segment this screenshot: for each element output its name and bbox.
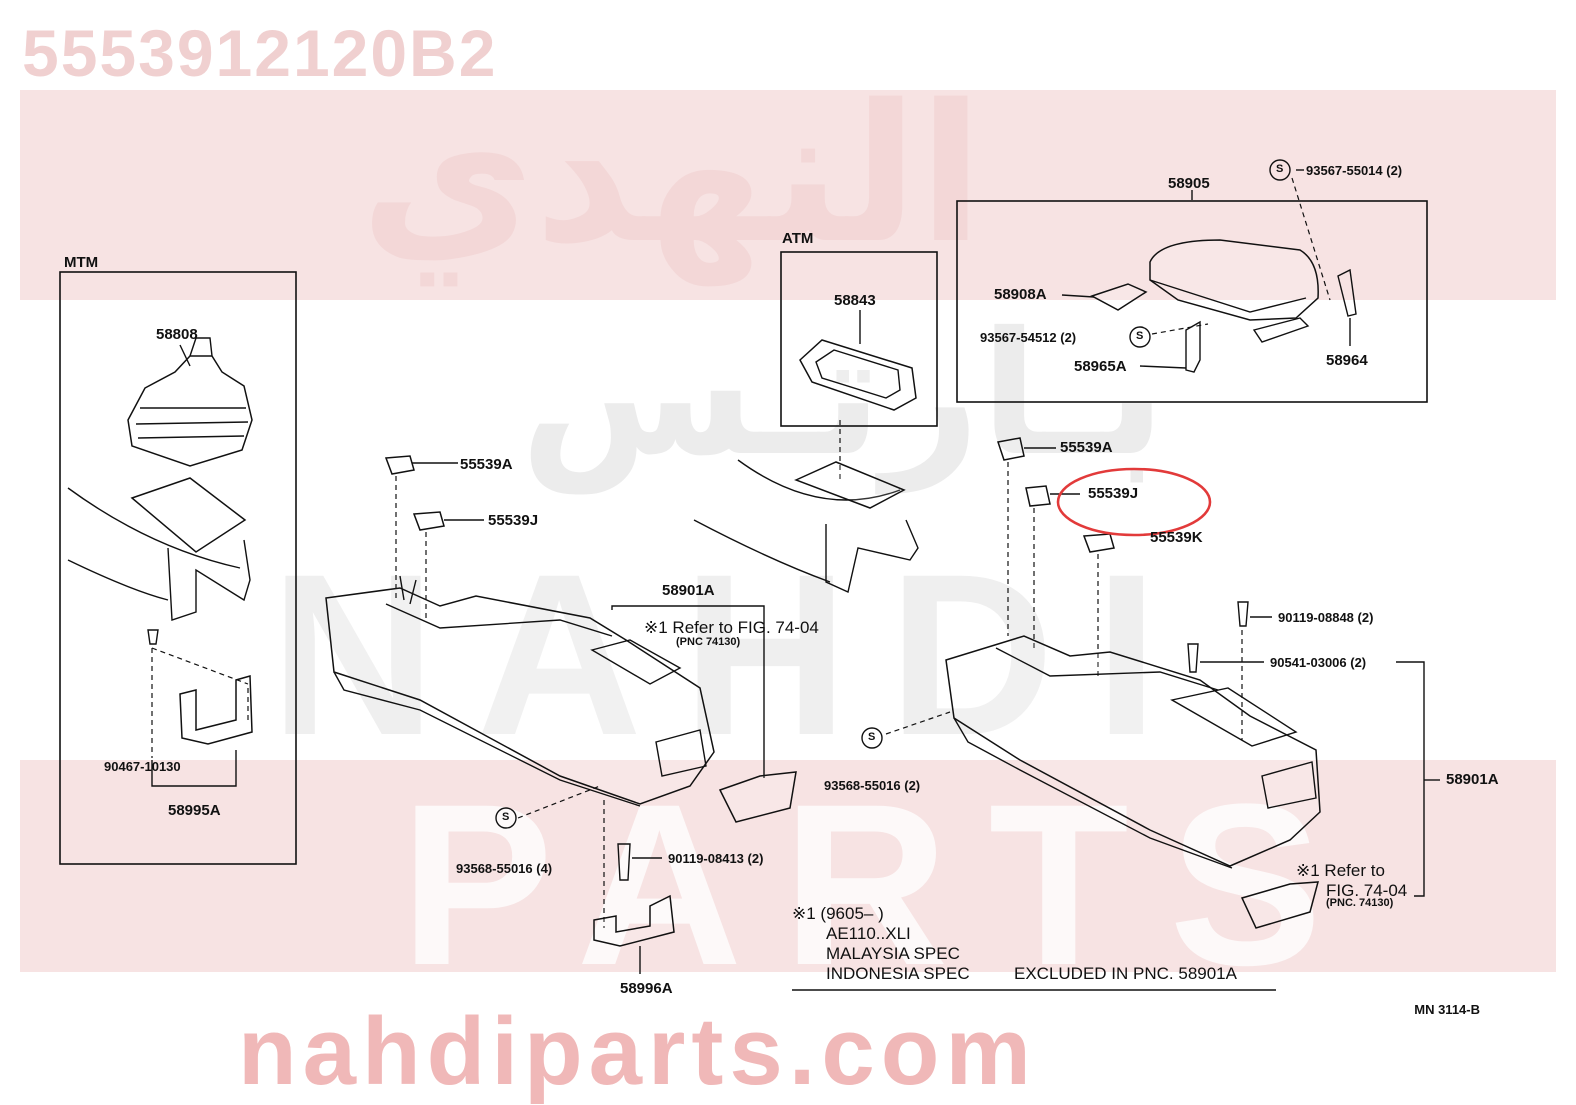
label-55539J-left: 55539J <box>488 512 539 529</box>
label-58905: 58905 <box>1168 175 1210 192</box>
note-line1: ※1 (9605– ) <box>792 904 884 923</box>
label-58995A: 58995A <box>168 802 221 819</box>
label-58964: 58964 <box>1326 352 1368 369</box>
refer-right-fig: FIG. 74-04 <box>1326 881 1408 900</box>
mtm-box <box>59 271 297 865</box>
atm-box <box>780 251 938 427</box>
label-58901A-right: 58901A <box>1446 771 1499 788</box>
label-90119-08413: 90119-08413 (2) <box>668 851 764 866</box>
clip-55539J-left <box>412 511 445 531</box>
bracket-58996A <box>593 894 675 947</box>
label-90119-08848: 90119-08848 (2) <box>1278 610 1374 625</box>
watermark-arabic-mid: بـارتـس <box>520 296 1166 494</box>
clip-55539J-right <box>1025 485 1051 507</box>
watermark-band-bottom <box>20 760 1556 972</box>
console-right <box>945 635 1321 869</box>
s-circle-93568-55016-4 <box>495 807 517 829</box>
s-circle-93567-54512 <box>1129 326 1151 348</box>
label-58965A: 58965A <box>1074 358 1127 375</box>
label-58996A: 58996A <box>620 980 673 997</box>
note-excluded: EXCLUDED IN PNC. 58901A <box>1014 964 1237 983</box>
note-line2: AE110..XLI <box>826 924 911 943</box>
box-74130-left <box>718 771 797 823</box>
armrest-box <box>956 200 1428 403</box>
label-55539K: 55539K <box>1150 529 1203 546</box>
clip-55539A-left <box>384 455 415 475</box>
refer-right-pnc: (PNC. 74130) <box>1326 897 1394 909</box>
label-93568-55016-2: 93568-55016 (2) <box>824 778 921 793</box>
watermark-arabic-top: النهدي <box>360 64 984 285</box>
s-mark: S <box>502 811 510 823</box>
highlight-circle <box>1056 467 1212 537</box>
armrest-58905 <box>1149 239 1319 343</box>
label-93568-55016-4: 93568-55016 (4) <box>456 861 553 876</box>
label-55539J-right: 55539J <box>1088 485 1139 502</box>
figure-code: MN 3114-B <box>1414 1002 1480 1017</box>
refer-left-pnc: (PNC 74130) <box>676 636 741 648</box>
refer-left: ※1 Refer to FIG. 74-04 <box>644 618 819 637</box>
note-line3: MALAYSIA SPEC <box>826 944 960 963</box>
label-93567-54512: 93567-54512 (2) <box>980 330 1077 345</box>
label-90541-03006: 90541-03006 (2) <box>1270 655 1367 670</box>
label-58843: 58843 <box>834 292 876 309</box>
s-mark: S <box>868 731 876 743</box>
label-58908A: 58908A <box>994 286 1047 303</box>
watermark-latin-mid: NAHDI <box>270 526 1199 783</box>
clip-55539K <box>1082 533 1115 553</box>
label-58808: 58808 <box>156 326 198 343</box>
s-mark: S <box>1276 163 1284 175</box>
s-circle-93567-55014 <box>1269 159 1291 181</box>
s-mark: S <box>1136 330 1144 342</box>
label-55539A-right: 55539A <box>1060 439 1113 456</box>
console-left <box>325 575 715 807</box>
hinge-58908A <box>1090 283 1148 311</box>
atm-title: ATM <box>782 230 814 247</box>
s-circle-93568-55016-2 <box>861 727 883 749</box>
clip-55539A-right <box>997 437 1025 461</box>
footer-url: nahdiparts.com <box>238 998 1037 1105</box>
label-55539A-left: 55539A <box>460 456 513 473</box>
label-93567-55014: 93567-55014 (2) <box>1306 163 1403 178</box>
box-74130-right <box>1240 881 1319 929</box>
label-58901A-left: 58901A <box>662 582 715 599</box>
note-line4: INDONESIA SPEC <box>826 964 970 983</box>
refer-right: ※1 Refer to <box>1296 861 1385 880</box>
part-number-title: 5553912120B2 <box>22 16 498 90</box>
label-90467-10130: 90467-10130 <box>104 759 181 774</box>
watermark-band-top <box>20 90 1556 300</box>
watermark-latin-low: PARTS <box>400 756 1363 1013</box>
mtm-title: MTM <box>64 254 99 271</box>
shift-boot-58808 <box>127 337 253 467</box>
